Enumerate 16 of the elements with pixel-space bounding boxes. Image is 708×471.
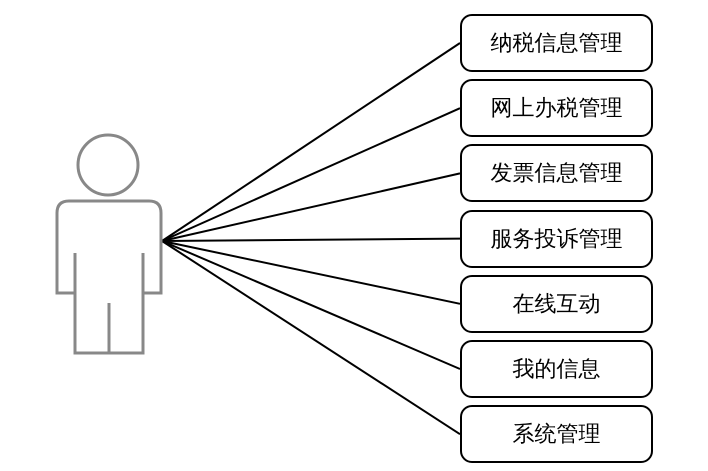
use-case-box — [460, 405, 653, 464]
use-case-box — [460, 210, 653, 268]
use-case-box — [460, 274, 653, 333]
connector-line — [161, 240, 461, 436]
use-case-label: 我的信息 — [512, 356, 600, 384]
use-case-box — [460, 14, 653, 72]
use-case-label: 在线互动 — [512, 290, 600, 319]
use-case-label: 系统管理 — [512, 421, 600, 450]
use-case-label: 网上办税管理 — [490, 95, 622, 124]
use-case-box — [460, 340, 653, 398]
use-case-label: 服务投诉管理 — [490, 226, 622, 254]
use-case-box — [460, 144, 653, 202]
use-case-label: 纳税信息管理 — [490, 30, 622, 58]
use-case-box — [460, 79, 653, 138]
use-case-label: 发票信息管理 — [490, 160, 622, 188]
connector-line — [161, 42, 461, 242]
